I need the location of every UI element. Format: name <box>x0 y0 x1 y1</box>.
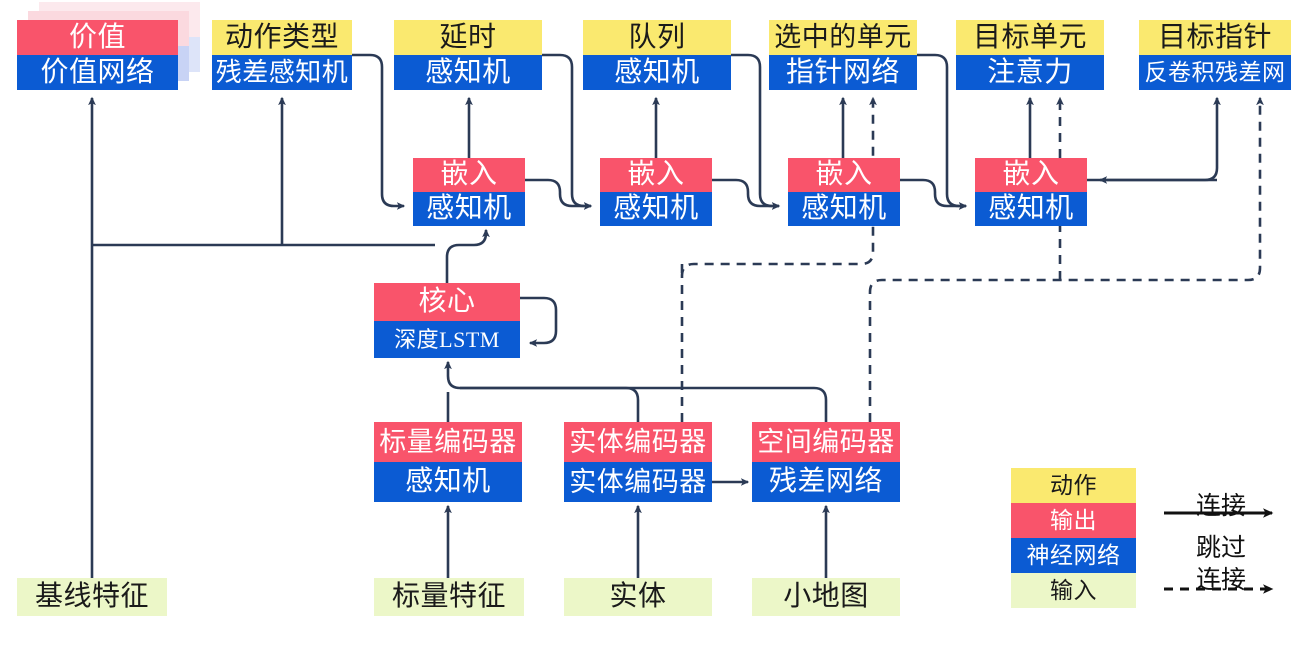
input-in_baseline[interactable]: 基线特征 <box>17 578 167 616</box>
node-target_point-top-label: 目标指针 <box>1139 20 1291 55</box>
node-enc_entity-bottom-label: 实体编码器 <box>564 462 712 502</box>
node-enc_space[interactable]: 空间编码器残差网络 <box>752 422 900 502</box>
node-core-bottom-label: 深度LSTM <box>374 321 520 358</box>
edge-emb2-to-emb3 <box>712 178 781 210</box>
node-delay-top-label: 延时 <box>394 20 542 55</box>
node-queue-bottom-label: 感知机 <box>583 55 731 90</box>
node-enc_scalar-bottom-label: 感知机 <box>374 462 522 502</box>
node-emb3[interactable]: 嵌入感知机 <box>788 158 900 226</box>
node-selected[interactable]: 选中的单元指针网络 <box>769 20 917 90</box>
node-target_unit-top-label: 目标单元 <box>956 20 1104 55</box>
node-action_type[interactable]: 动作类型残差感知机 <box>212 20 352 90</box>
node-enc_space-bottom-label: 残差网络 <box>752 462 900 502</box>
input-in_entity[interactable]: 实体 <box>564 578 712 616</box>
node-emb4[interactable]: 嵌入感知机 <box>975 158 1087 226</box>
node-core[interactable]: 核心深度LSTM <box>374 283 520 358</box>
node-queue[interactable]: 队列感知机 <box>583 20 731 90</box>
input-in_scalar[interactable]: 标量特征 <box>374 578 524 616</box>
legend-input: 输入 <box>1011 573 1136 608</box>
node-emb1[interactable]: 嵌入感知机 <box>413 158 525 226</box>
legend-network: 神经网络 <box>1011 538 1136 573</box>
node-queue-top-label: 队列 <box>583 20 731 55</box>
node-core-top-label: 核心 <box>374 283 520 321</box>
edge-core-recurrent <box>520 296 558 347</box>
legend-skip-label-line1: 跳过 <box>1196 535 1247 562</box>
node-value-top-label: 价值 <box>17 20 178 55</box>
edge-emb3-to-emb4 <box>900 178 968 210</box>
edge-emb4-to-targetpoint-arrow <box>1087 96 1221 182</box>
node-emb2[interactable]: 嵌入感知机 <box>600 158 712 226</box>
node-enc_scalar[interactable]: 标量编码器感知机 <box>374 422 522 502</box>
node-emb4-bottom-label: 感知机 <box>975 192 1087 226</box>
node-target_unit[interactable]: 目标单元注意力 <box>956 20 1104 90</box>
legend-action: 动作 <box>1011 468 1136 503</box>
node-delay[interactable]: 延时感知机 <box>394 20 542 90</box>
legend-arrows <box>1164 508 1274 594</box>
node-enc_space-top-label: 空间编码器 <box>752 422 900 462</box>
edge-skip-space-to-targetpoint <box>868 96 1264 422</box>
node-action_type-top-label: 动作类型 <box>212 20 352 55</box>
node-selected-top-label: 选中的单元 <box>769 20 917 55</box>
node-selected-bottom-label: 指针网络 <box>769 55 917 90</box>
node-enc_entity[interactable]: 实体编码器实体编码器 <box>564 422 712 502</box>
edge-core-to-emb1 <box>445 228 490 283</box>
node-emb1-top-label: 嵌入 <box>413 158 525 192</box>
node-target_unit-bottom-label: 注意力 <box>956 55 1104 90</box>
edge-space-to-core <box>460 386 828 422</box>
legend: 动作输出神经网络输入 <box>1011 468 1136 608</box>
node-value-bottom-label: 价值网络 <box>17 55 178 90</box>
input-in_minimap[interactable]: 小地图 <box>752 578 900 616</box>
node-action_type-bottom-label: 残差感知机 <box>212 55 352 90</box>
legend-skip-label-line2: 连接 <box>1196 567 1247 594</box>
node-target_point-bottom-label: 反卷积残差网 <box>1139 55 1291 90</box>
legend-connection-label: 连接 <box>1196 493 1247 520</box>
edge-entity-to-core <box>444 360 640 422</box>
legend-output: 输出 <box>1011 503 1136 538</box>
node-emb4-top-label: 嵌入 <box>975 158 1087 192</box>
node-enc_entity-top-label: 实体编码器 <box>564 422 712 462</box>
node-value[interactable]: 价值价值网络 <box>17 20 178 90</box>
node-target_point[interactable]: 目标指针反卷积残差网 <box>1139 20 1291 90</box>
node-emb2-bottom-label: 感知机 <box>600 192 712 226</box>
node-delay-bottom-label: 感知机 <box>394 55 542 90</box>
node-emb3-bottom-label: 感知机 <box>788 192 900 226</box>
node-emb3-top-label: 嵌入 <box>788 158 900 192</box>
edge-skip-entity-to-selected <box>680 96 877 422</box>
edge-emb1-to-emb2 <box>525 178 593 210</box>
node-emb2-top-label: 嵌入 <box>600 158 712 192</box>
node-enc_scalar-top-label: 标量编码器 <box>374 422 522 462</box>
node-emb1-bottom-label: 感知机 <box>413 192 525 226</box>
